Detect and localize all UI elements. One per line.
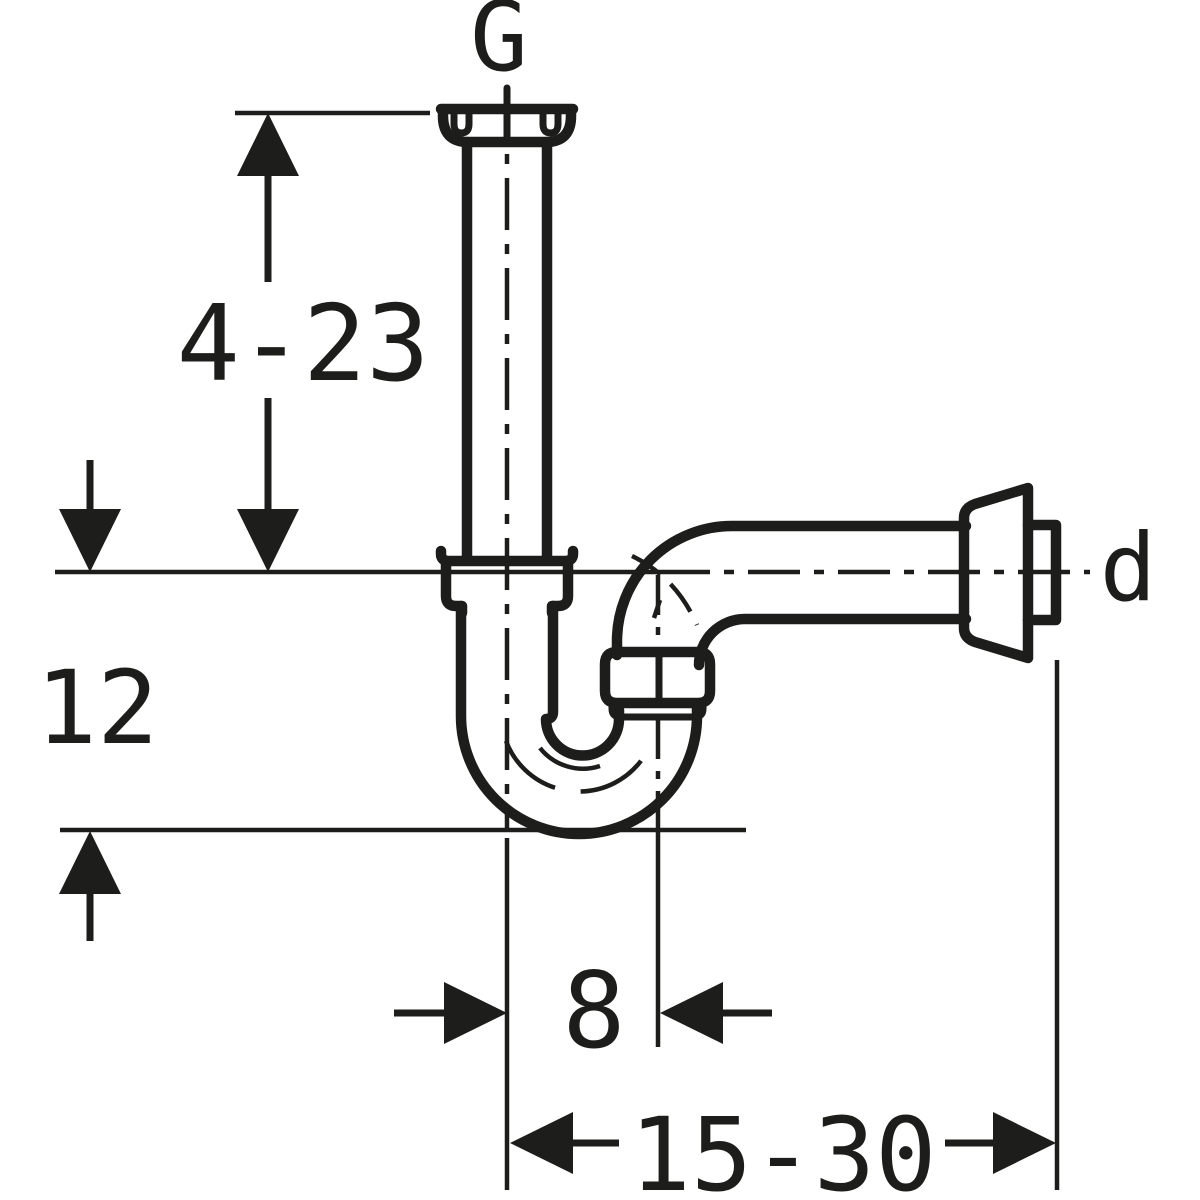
- outlet-projection-label: 15-30: [629, 1096, 936, 1200]
- outlet-pipe-top-edge: [611, 520, 972, 661]
- inlet-nut-knurl-left: [450, 108, 473, 137]
- dim-12-arrow-up: [59, 831, 121, 894]
- trap-depth-label: 12: [36, 649, 159, 768]
- inlet-tube: [461, 136, 553, 562]
- dim-8-arrow-left: [444, 982, 507, 1044]
- reference-lines: [55, 88, 1090, 1190]
- u-bend: [455, 600, 703, 840]
- dim-4-23-arrow-up: [237, 113, 299, 176]
- wall-rosette-cone: [958, 482, 1034, 664]
- dim-15-30-arrow-left: [510, 1112, 573, 1174]
- dim-4-23-arrow-down: [237, 509, 299, 572]
- inlet-tube-length-label: 4-23: [177, 283, 430, 405]
- dim-8-arrow-right: [660, 982, 723, 1044]
- outlet-elbow: [611, 520, 972, 671]
- dim-12-arrow-down: [59, 509, 121, 572]
- u-bend-inner: [540, 600, 625, 761]
- union-nut-body: [599, 646, 716, 709]
- u-bend-outer: [455, 600, 703, 840]
- dimension-labels: G 4-23 12 d 8 15-30: [36, 0, 1157, 1200]
- u-bend-wall-arc-small: [538, 746, 601, 771]
- inlet-nut-knurl-right: [539, 108, 562, 137]
- dimension-arrows: [59, 113, 1056, 1174]
- inlet-thread-label: G: [470, 0, 528, 93]
- u-bend-wall-arc: [503, 740, 655, 794]
- elbow-wall-arc: [631, 553, 700, 626]
- union-nut-flange: [608, 699, 707, 721]
- trap-offset-label: 8: [562, 950, 625, 1072]
- trap-fixture-outline: [435, 84, 1062, 840]
- outlet-pipe-bottom-edge: [693, 613, 972, 671]
- outlet-diameter-label: d: [1100, 514, 1157, 623]
- dim-15-30-arrow-right: [993, 1112, 1056, 1174]
